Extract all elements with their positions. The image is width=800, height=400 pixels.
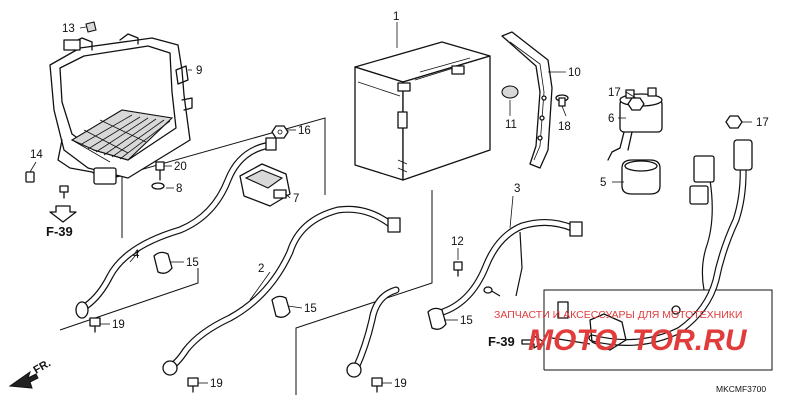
callout-20: 20 — [174, 161, 187, 173]
diagram-code: MKCMF3700 — [716, 384, 766, 394]
callout-4: 4 — [133, 249, 140, 261]
callout-11: 11 — [505, 119, 517, 131]
reference-label-right: F-39 — [488, 334, 515, 349]
callout-18: 18 — [558, 121, 571, 133]
relay-cover — [621, 159, 661, 195]
callout-19a: 19 — [112, 319, 125, 331]
nut-17-a — [627, 97, 645, 111]
nut-16 — [271, 125, 289, 139]
front-label: FR. — [32, 357, 53, 376]
callout-17b: 17 — [756, 117, 769, 129]
rubber-11 — [501, 85, 519, 99]
small-bolt-case — [59, 185, 69, 199]
callout-14: 14 — [30, 149, 43, 161]
cable-2-lower — [346, 286, 400, 378]
callout-5: 5 — [600, 177, 606, 189]
callout-17a: 17 — [608, 87, 621, 99]
callout-13: 13 — [62, 23, 75, 35]
bolt-19b — [187, 377, 199, 393]
clip-14 — [25, 171, 35, 183]
sub-harness — [551, 139, 753, 351]
arrow-right-icon — [521, 335, 545, 349]
cable-2 — [162, 205, 401, 376]
callout-8: 8 — [176, 183, 182, 195]
section-frames — [59, 117, 773, 395]
clip-13 — [85, 21, 97, 33]
callout-1: 1 — [393, 11, 399, 23]
front-arrow-icon — [8, 370, 39, 389]
callout-9: 9 — [196, 65, 202, 77]
arrow-down-icon — [49, 205, 77, 223]
battery — [354, 41, 491, 181]
reference-label-left: F-39 — [46, 224, 73, 239]
callout-16: 16 — [298, 125, 311, 137]
callout-10: 10 — [568, 67, 581, 79]
nut-17-b — [725, 115, 743, 129]
battery-case — [49, 33, 193, 185]
terminal-cover-15b — [271, 295, 291, 318]
bolt-19a — [89, 317, 101, 333]
callouts: 1 2 3 4 5 6 7 8 9 10 11 12 13 14 15 15 1… — [30, 11, 769, 390]
battery-band — [501, 31, 553, 169]
cable-4 — [75, 137, 277, 319]
callout-15c: 15 — [460, 315, 473, 327]
bolt-12 — [453, 261, 463, 277]
cable-3 — [432, 219, 583, 318]
watermark-line1: ЗАПЧАСТИ И АКСЕССУАРЫ ДЛЯ МОТОТЕХНИКИ — [494, 309, 742, 321]
callout-7: 7 — [293, 193, 299, 205]
callout-19b: 19 — [210, 378, 223, 390]
fuse-box — [239, 163, 291, 207]
watermark-line2-a: MOTO — [528, 324, 617, 357]
watermark-line2-b: TOR.RU — [632, 324, 748, 357]
callout-12: 12 — [451, 236, 464, 248]
callout-6: 6 — [608, 113, 614, 125]
callout-2: 2 — [258, 263, 264, 275]
callout-15a: 15 — [186, 257, 199, 269]
watermark: ЗАПЧАСТИ И АКСЕССУАРЫ ДЛЯ МОТОТЕХНИКИ MO… — [494, 309, 748, 357]
callout-15b: 15 — [304, 303, 317, 315]
bolt-18 — [555, 94, 569, 107]
bolt-19c — [371, 377, 383, 393]
terminal-cover-15a — [153, 251, 173, 274]
leader-lines — [29, 22, 752, 384]
callout-19c: 19 — [394, 378, 407, 390]
terminal-cover-15c — [427, 307, 447, 330]
callout-3: 3 — [514, 183, 520, 195]
